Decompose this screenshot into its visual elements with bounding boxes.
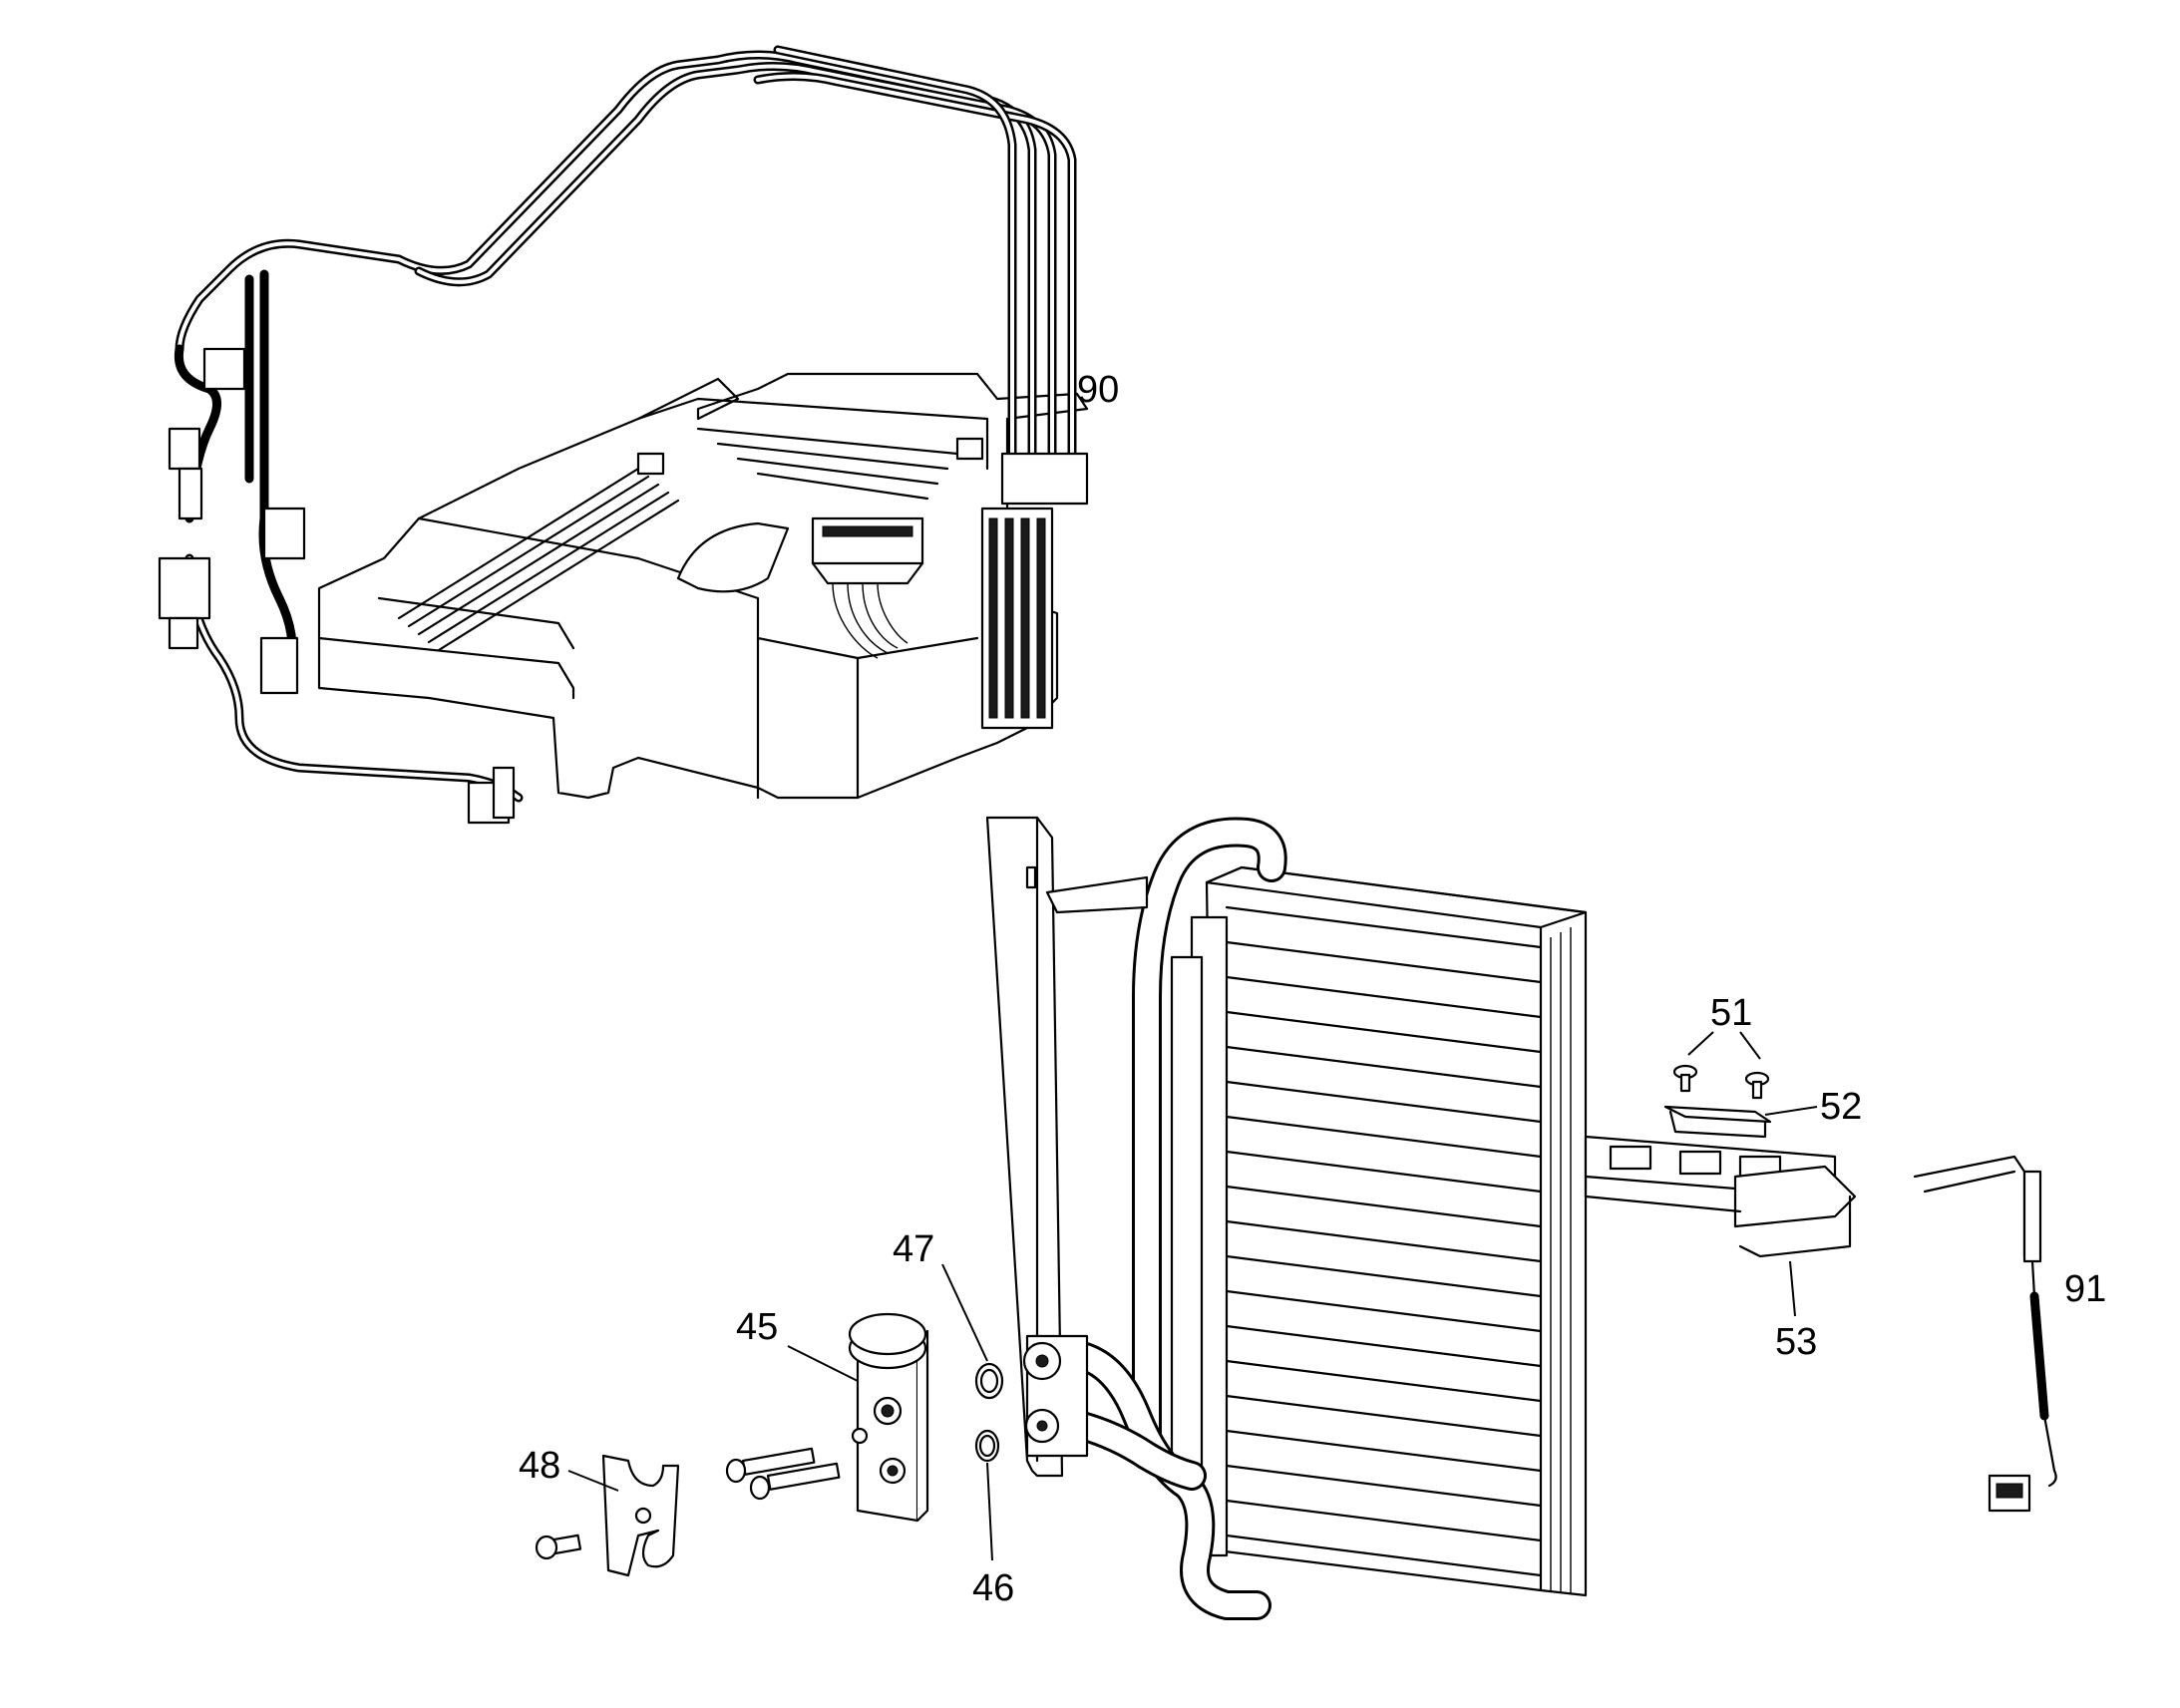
valve-bolts [725, 1447, 841, 1501]
callout-48: 48 [519, 1445, 560, 1487]
leader-46 [986, 1462, 993, 1561]
leader-48 [567, 1470, 619, 1492]
sensor-bracket [1584, 1064, 1857, 1258]
leader-52 [1764, 1106, 1818, 1116]
callout-52: 52 [1820, 1086, 1862, 1128]
leader-45 [787, 1345, 859, 1382]
o-rings [974, 1362, 1004, 1463]
callout-91: 91 [2064, 1268, 2106, 1310]
leader-51a [1687, 1031, 1714, 1056]
clamp-plate [601, 1454, 680, 1577]
callout-51: 51 [1710, 992, 1752, 1034]
leader-53 [1789, 1260, 1796, 1317]
expansion-valve [848, 1312, 929, 1523]
evaporator-fins [1225, 905, 1572, 1593]
callout-46: 46 [972, 1567, 1014, 1609]
wiring-harness [158, 45, 1089, 825]
leader-47 [941, 1263, 988, 1362]
mounting-rail [985, 816, 1149, 1478]
callout-47: 47 [893, 1228, 934, 1270]
refrigerant-pipes [1067, 817, 1287, 1620]
callout-90: 90 [1077, 369, 1119, 411]
leader-51b [1739, 1031, 1761, 1060]
heater-housing [317, 372, 1089, 800]
temperature-sensor [1913, 1155, 2057, 1513]
plate-screw [535, 1534, 582, 1560]
evaporator-core [1170, 865, 1588, 1597]
callout-45: 45 [736, 1306, 778, 1348]
callout-53: 53 [1775, 1321, 1817, 1363]
